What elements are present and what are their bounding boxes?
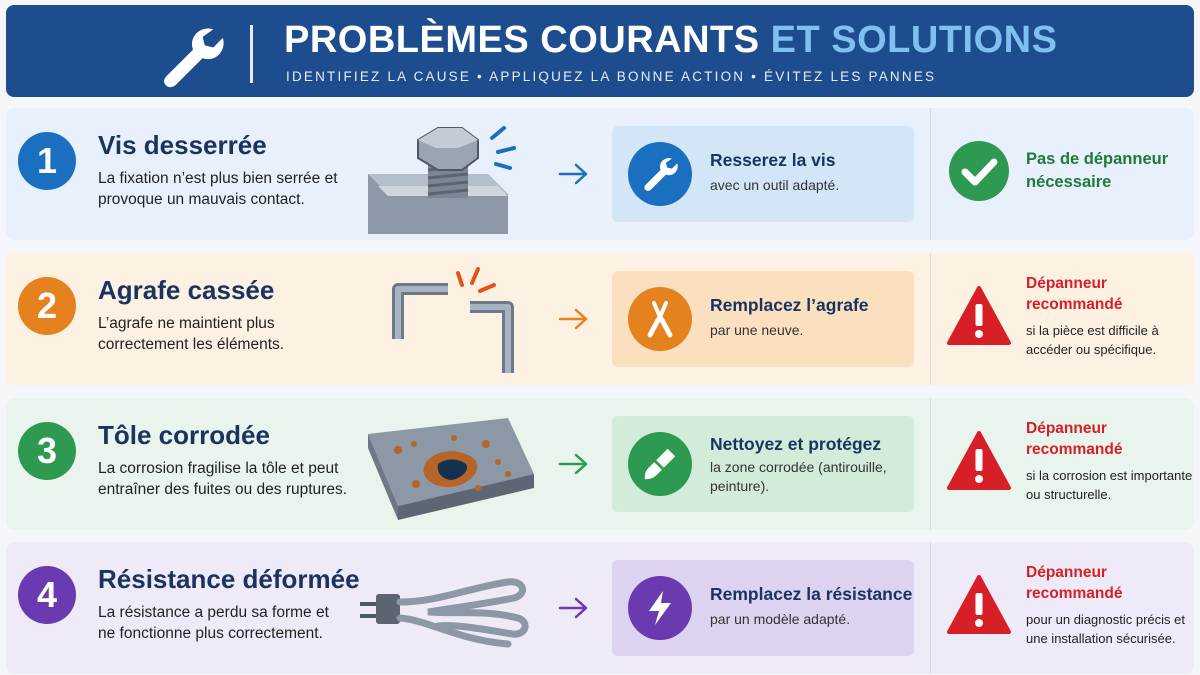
verdict-description: si la pièce est difficile à accéder ou s… (1026, 323, 1159, 357)
lightning-icon (628, 576, 692, 640)
problem-description: La corrosion fragilise la tôle et peut e… (98, 460, 348, 498)
problem-row-4: 4 Résistance déformée La résistance a pe… (6, 542, 1194, 674)
solution-card: Remplacez la résistance par un modèle ad… (612, 560, 914, 656)
solution-description: la zone corrodée (antirouille, peinture)… (710, 459, 887, 494)
arrow-right-icon (558, 453, 588, 475)
verdict-title: Dépanneur recommandé (1026, 420, 1123, 458)
arrow-right-icon (558, 308, 588, 330)
solution-title: Remplacez l’agrafe (710, 295, 869, 315)
problem-title: Tôle corrodée (98, 420, 270, 450)
problem-title: Agrafe cassée (98, 275, 275, 305)
arrow-right-icon (558, 597, 588, 619)
warning-triangle-icon (947, 286, 1011, 345)
column-divider (930, 253, 931, 385)
title-main: PROBLÈMES COURANTS (284, 19, 760, 61)
page-subtitle: IDENTIFIEZ LA CAUSE • APPLIQUEZ LA BONNE… (286, 69, 937, 84)
verdict-description: pour un diagnostic précis et une install… (1026, 612, 1185, 646)
verdict-title: Dépanneur recommandé (1026, 275, 1123, 313)
header-banner: PROBLÈMES COURANTS ET SOLUTIONS IDENTIFI… (6, 5, 1194, 97)
arrow-right-icon (558, 163, 588, 185)
verdict-description: si la corrosion est importante ou struct… (1026, 468, 1193, 502)
solution-title: Remplacez la résistance (710, 584, 913, 604)
solution-card: Remplacez l’agrafe par une neuve. (612, 271, 914, 367)
solution-description: par une neuve. (710, 322, 804, 338)
column-divider (930, 398, 931, 530)
page-title: PROBLÈMES COURANTS ET SOLUTIONS (284, 19, 1057, 62)
problem-number: 2 (18, 277, 76, 335)
solution-title: Resserez la vis (710, 150, 836, 170)
problem-description: La fixation n’est plus bien serrée et pr… (98, 170, 338, 208)
problem-row-3: 3 Tôle corrodée La corrosion fragilise l… (6, 398, 1194, 530)
solution-description: par un modèle adapté. (710, 611, 851, 627)
broken-clip-illustration (392, 267, 514, 373)
problem-number: 3 (18, 422, 76, 480)
problem-number: 1 (18, 132, 76, 190)
solution-card: Nettoyez et protégez la zone corrodée (a… (612, 416, 914, 512)
column-divider (930, 542, 931, 674)
solution-card: Resserez la vis avec un outil adapté. (612, 126, 914, 222)
problem-row-1: 1 Vis desserrée La fixation n’est plus b… (6, 108, 1194, 240)
verdict-title: Pas de dépanneur nécessaire (1026, 150, 1169, 191)
checkmark-icon (949, 141, 1009, 201)
problem-row-2: 2 Agrafe cassée L’agrafe ne maintient pl… (6, 253, 1194, 385)
problem-title: Résistance déformée (98, 564, 360, 594)
corroded-sheet-illustration (368, 418, 534, 520)
header-divider (250, 25, 253, 83)
title-accent: ET SOLUTIONS (770, 19, 1058, 61)
wrench-icon (628, 142, 692, 206)
loose-screw-illustration (368, 126, 516, 234)
problem-title: Vis desserrée (98, 130, 267, 160)
paintbrush-icon (628, 432, 692, 496)
wrench-icon (164, 28, 224, 88)
verdict-title: Dépanneur recommandé (1026, 564, 1123, 602)
problem-description: L’agrafe ne maintient plus correctement … (98, 315, 285, 353)
warning-triangle-icon (947, 575, 1011, 634)
problem-number: 4 (18, 566, 76, 624)
solution-title: Nettoyez et protégez (710, 434, 882, 454)
warning-triangle-icon (947, 431, 1011, 490)
problem-description: La résistance a perdu sa forme et ne fon… (98, 604, 329, 642)
deformed-heating-element-illustration (360, 578, 529, 648)
pliers-icon (628, 287, 692, 351)
solution-description: avec un outil adapté. (710, 177, 840, 193)
column-divider (930, 108, 931, 240)
